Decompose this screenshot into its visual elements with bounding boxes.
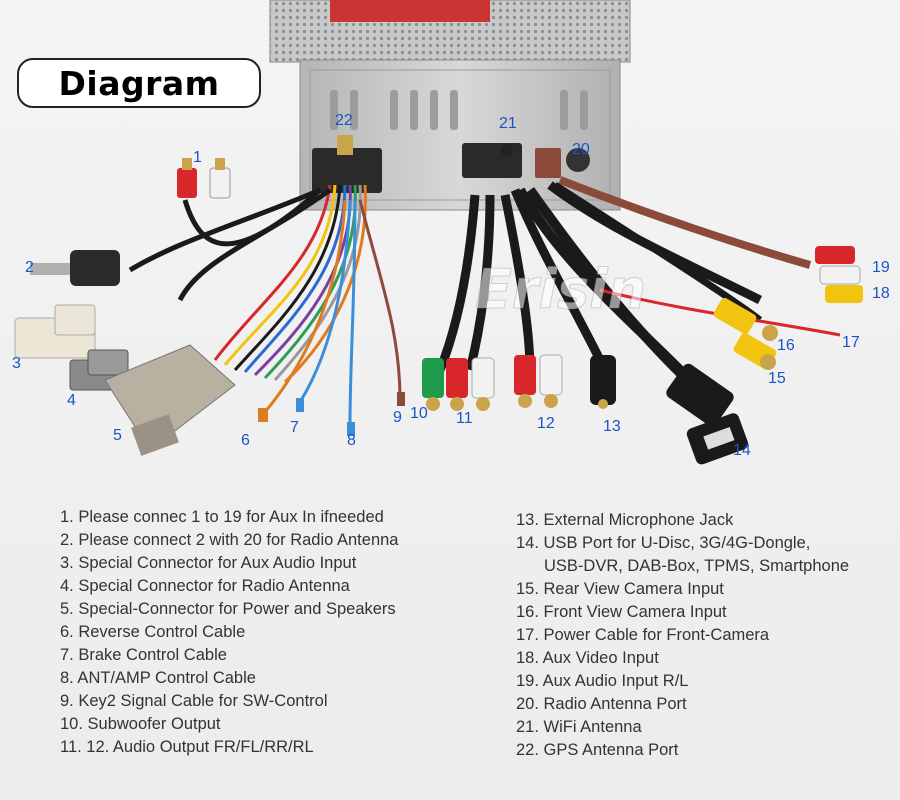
legend-item: 16. Front View Camera Input [516, 603, 727, 621]
page-title: Diagram [58, 63, 220, 103]
callout-20: 20 [572, 141, 590, 158]
callout-18: 18 [872, 285, 890, 302]
radio-antenna-connector [69, 349, 129, 391]
callout-numbers: 1 2 3 4 5 6 7 8 9 10 11 12 13 14 15 16 1… [12, 112, 890, 459]
callout-14: 14 [733, 442, 751, 459]
callout-12: 12 [537, 415, 555, 432]
legend-item: 8. ANT/AMP Control Cable [60, 669, 256, 687]
title-box: Diagram [17, 58, 261, 108]
callout-5: 5 [113, 427, 122, 444]
legend-item: 6. Reverse Control Cable [60, 623, 246, 641]
callout-17: 17 [842, 334, 860, 351]
callout-22: 22 [335, 112, 353, 129]
callout-11: 11 [456, 410, 473, 427]
legend-item: 11. 12. Audio Output FR/FL/RR/RL [60, 738, 314, 756]
legend-item: 3. Special Connector for Aux Audio Input [60, 554, 357, 572]
legend-item: 14. USB Port for U-Disc, 3G/4G-Dongle, [516, 534, 811, 552]
callout-21: 21 [499, 115, 517, 132]
legend-item-continuation: USB-DVR, DAB-Box, TPMS, Smartphone [544, 557, 850, 575]
callout-4: 4 [67, 392, 76, 409]
legend-item: 1. Please connec 1 to 19 for Aux In ifne… [60, 508, 384, 526]
wire-tips [258, 392, 405, 436]
callout-19: 19 [872, 259, 890, 276]
antenna-plug [30, 250, 120, 286]
audio-rca-plugs [422, 354, 563, 411]
usb-ports [666, 363, 749, 465]
head-unit [269, 0, 631, 211]
aux-av-rca-plugs [815, 246, 863, 303]
power-connector [104, 344, 236, 456]
legend-item: 15. Rear View Camera Input [516, 580, 724, 598]
legend-item: 2. Please connect 2 with 20 for Radio An… [60, 531, 399, 549]
legend-item: 7. Brake Control Cable [60, 646, 227, 664]
legend-item: 18. Aux Video Input [516, 649, 659, 667]
aux-connector [14, 304, 96, 359]
mic-jack [590, 355, 616, 409]
legend-item: 19. Aux Audio Input R/L [516, 672, 689, 690]
callout-7: 7 [290, 419, 299, 436]
wiring-photo: Erisin 1 2 3 4 5 6 7 8 9 10 11 12 13 14 … [12, 0, 890, 465]
callout-1: 1 [193, 149, 202, 166]
callout-15: 15 [768, 370, 786, 387]
legend-item: 10. Subwoofer Output [60, 715, 221, 733]
aux-rca-pair [177, 158, 231, 199]
callout-6: 6 [241, 432, 250, 449]
legend-right: 13. External Microphone Jack 14. USB Por… [516, 509, 849, 762]
callout-16: 16 [777, 337, 795, 354]
legend-item: 5. Special-Connector for Power and Speak… [60, 600, 396, 618]
power-harness [128, 184, 402, 426]
watermark: Erisin [475, 258, 646, 321]
callout-2: 2 [25, 259, 34, 276]
av-cables [435, 176, 841, 414]
legend-item: 22. GPS Antenna Port [516, 741, 679, 759]
callout-10: 10 [410, 405, 428, 422]
camera-rca-plugs [713, 297, 778, 370]
legend-item: 17. Power Cable for Front-Camera [516, 626, 770, 644]
legend-item: 4. Special Connector for Radio Antenna [60, 577, 350, 595]
legend-item: 20. Radio Antenna Port [516, 695, 687, 713]
legend-item: 9. Key2 Signal Cable for SW-Control [60, 692, 328, 710]
legend-left: 1. Please connec 1 to 19 for Aux In ifne… [60, 506, 398, 759]
callout-13: 13 [603, 418, 621, 435]
callout-3: 3 [12, 355, 21, 372]
callout-8: 8 [347, 432, 356, 449]
legend-item: 21. WiFi Antenna [516, 718, 642, 736]
legend-item: 13. External Microphone Jack [516, 511, 734, 529]
callout-9: 9 [393, 409, 402, 426]
